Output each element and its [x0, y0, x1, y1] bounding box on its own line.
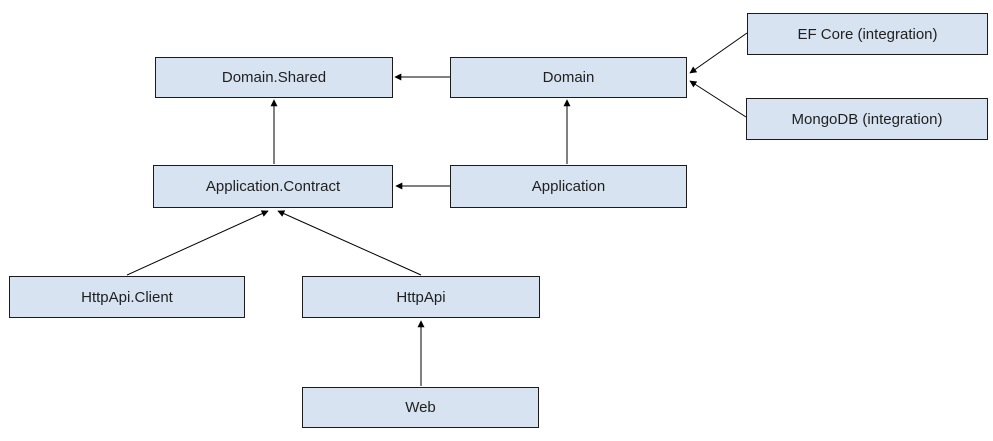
node-domain-shared: Domain.Shared — [155, 57, 393, 98]
node-application-contract: Application.Contract — [153, 165, 393, 208]
node-application-contract-label: Application.Contract — [205, 178, 341, 195]
node-ef-core-integration-label: EF Core (integration) — [797, 25, 938, 43]
edge-mongodb-to-domain — [689, 80, 747, 118]
node-web-label: Web — [405, 399, 436, 416]
node-mongodb-integration-label: MongoDB (integration) — [791, 110, 943, 128]
node-mongodb-integration: MongoDB (integration) — [746, 98, 988, 140]
node-httpapi-client: HttpApi.Client — [9, 276, 245, 318]
edge-httpapi-to-application-contract — [277, 210, 422, 276]
node-httpapi-label: HttpApi — [396, 288, 446, 306]
edge-httpapi-client-to-application-contract — [126, 210, 269, 276]
node-web: Web — [302, 387, 539, 428]
node-application-label: Application — [531, 178, 606, 195]
edge-ef-core-to-domain — [689, 32, 748, 74]
node-domain-shared-label: Domain.Shared — [221, 69, 327, 86]
node-httpapi-client-label: HttpApi.Client — [81, 288, 173, 306]
node-ef-core-integration: EF Core (integration) — [747, 13, 988, 55]
node-httpapi: HttpApi — [302, 276, 540, 318]
node-application: Application — [450, 165, 687, 208]
node-domain-label: Domain — [542, 69, 595, 86]
node-domain: Domain — [450, 57, 687, 98]
